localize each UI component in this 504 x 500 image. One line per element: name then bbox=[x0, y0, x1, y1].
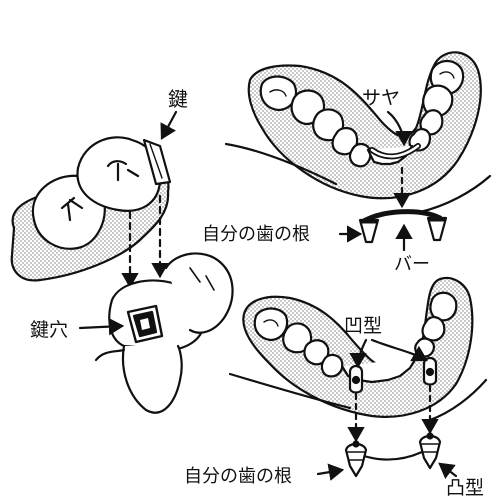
own-root-bottom-leader bbox=[318, 470, 342, 474]
lower-tooth-7 bbox=[415, 339, 434, 357]
lower-tooth-4 bbox=[322, 355, 342, 376]
label-own-root-bottom: 自分の歯の根 bbox=[184, 466, 292, 487]
label-bar: バー bbox=[394, 254, 430, 275]
label-convex: 凸型 bbox=[446, 477, 484, 499]
lower-tooth-6 bbox=[423, 317, 445, 340]
convex-leader bbox=[440, 464, 456, 476]
label-own-root-top: 自分の歯の根 bbox=[202, 224, 310, 245]
key-leader bbox=[162, 112, 176, 138]
bar-attachment-group bbox=[226, 52, 490, 250]
stud-attachment-group bbox=[230, 278, 486, 476]
arch-tooth-5 bbox=[350, 144, 370, 166]
label-sheath: サヤ bbox=[362, 87, 400, 109]
label-key: 鍵 bbox=[168, 87, 188, 111]
label-concave: 凹型 bbox=[344, 315, 382, 337]
label-keyhole: 鍵穴 bbox=[30, 319, 68, 341]
key-attachment-group bbox=[12, 112, 233, 413]
abutment-tooth-root bbox=[123, 346, 182, 413]
gum-line-left bbox=[96, 350, 124, 360]
lower-tooth-1 bbox=[255, 309, 287, 341]
lower-gum-line bbox=[364, 452, 422, 459]
